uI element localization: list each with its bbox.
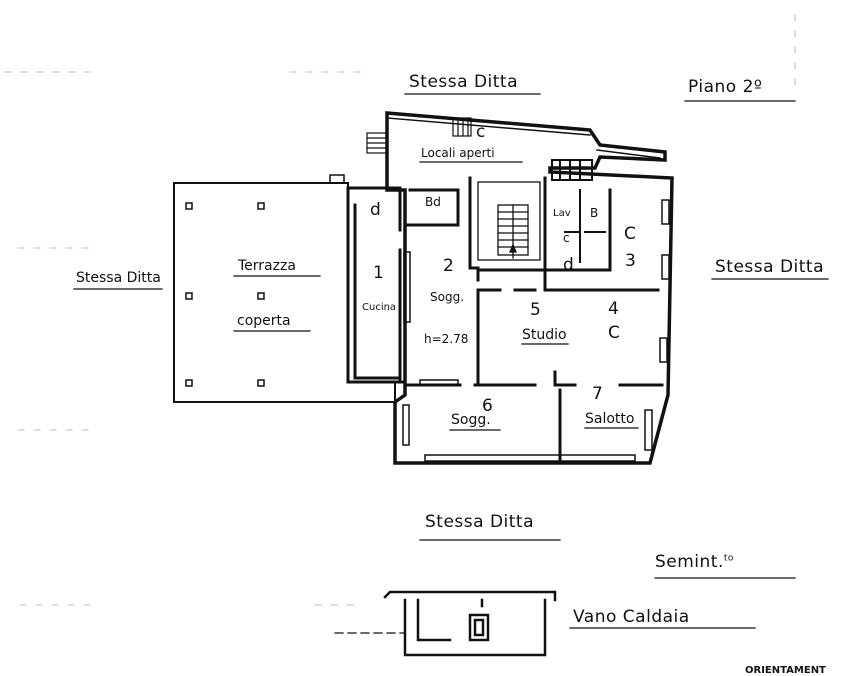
neighbor-label-left: Stessa Ditta [76,270,161,286]
neighbor-label-top: Stessa Ditta [409,72,519,92]
building-outer-wall [385,111,674,465]
room-num-sogg-upper: 2 [443,256,454,276]
basement-label: Semint.to [655,554,734,571]
floor-title: Piano 2º [688,77,763,97]
room-label-salotto: Salotto [585,411,635,427]
room-num-studio: 5 [530,300,541,320]
orientation-label: ORIENTAMENT [745,665,826,676]
label-underlines [73,93,829,629]
top-stair-mark [366,117,472,154]
room-code-c-small: c [563,231,570,245]
basement-label-text: Semint. [655,552,724,572]
kitchen-walls [346,186,407,384]
room-num-salotto: 7 [592,384,603,404]
room-label-cucina: Cucina [362,302,397,313]
kitchen-window [403,251,411,323]
stairwell [477,181,541,261]
room-code-c-mid: C [608,323,620,343]
room-code-c-right: C [624,224,636,244]
basement-plan [383,590,557,657]
room-label-lav: Lav [553,208,571,219]
room-label-coperta: coperta [237,313,291,329]
room-label-sogg-lower: Sogg. [451,412,491,428]
room-height: h=2.78 [424,332,469,346]
room-label-locali-aperti: Locali aperti [421,146,495,160]
bathroom-walls [551,159,606,263]
room-num-c-mid: 4 [608,299,619,319]
room-label-bagno: Bd [425,195,441,209]
room-code-d-small: d [563,255,574,275]
basement-room-label: Vano Caldaia [573,607,690,627]
neighbor-label-right: Stessa Ditta [715,257,825,277]
bottom-windows [402,379,636,462]
room-num-c-right: 3 [625,251,636,271]
room-label-sogg-upper: Sogg. [430,290,465,304]
scan-marks [4,14,796,606]
room-num-cucina: 1 [373,263,384,283]
interior-walls [403,176,664,462]
room-num-sogg-lower: 6 [482,396,493,416]
room-label-b: B [590,206,599,220]
room-code-locali-aperti: c [476,122,486,142]
room-label-terrazza: Terrazza [238,258,296,274]
right-windows [644,199,670,451]
roof-edge [386,117,661,159]
neighbor-label-bottom: Stessa Ditta [425,512,535,532]
basement-label-sup: to [723,553,734,564]
terrace-pillars [185,174,345,387]
terrace-outline [173,182,396,403]
room-label-studio: Studio [522,327,567,343]
room-code-d-ingresso: d [370,200,381,220]
